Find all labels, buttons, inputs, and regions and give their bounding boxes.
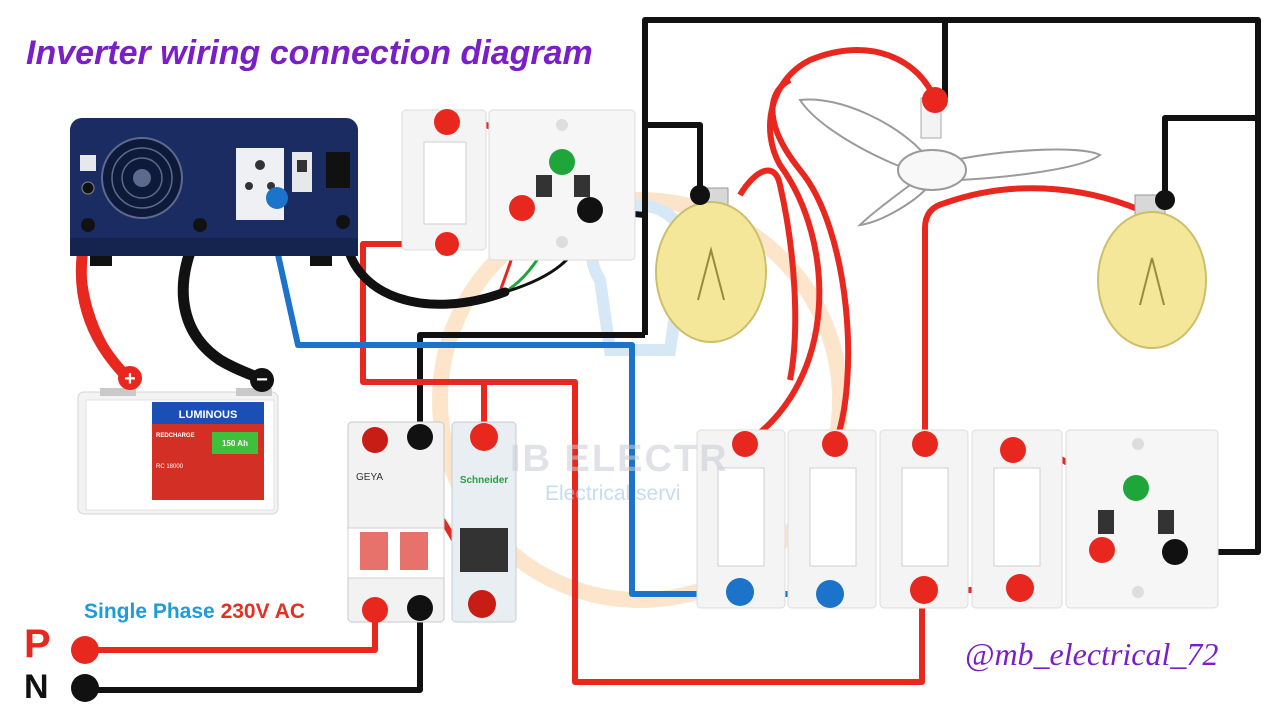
- inverter-output-socket: [236, 148, 284, 220]
- neutral-label: N: [24, 668, 49, 706]
- lower-switchboard: [696, 429, 1219, 609]
- mcb-brand: GEYA: [356, 472, 383, 483]
- battery-model: RC 18000: [156, 464, 184, 470]
- supply-voltage: 230V AC: [220, 600, 305, 623]
- supply-label: Single Phase 230V AC: [84, 600, 305, 624]
- neutral-wires: [85, 17, 1261, 693]
- minus-symbol: −: [256, 369, 268, 391]
- switch-4: [993, 467, 1041, 567]
- top-switchboard: [401, 109, 636, 261]
- supply-prefix: Single Phase: [84, 600, 215, 623]
- phase-terminal: [71, 636, 99, 664]
- battery: LUMINOUS REDCHARGE 150 Ah RC 18000 + −: [77, 366, 279, 515]
- battery-series: REDCHARGE: [156, 433, 195, 439]
- top-switch: [423, 141, 467, 225]
- spd-brand: Schneider: [460, 475, 508, 486]
- diagram-title: Inverter wiring connection diagram: [26, 34, 593, 72]
- battery-brand: LUMINOUS: [179, 409, 238, 421]
- battery-capacity: 150 Ah: [222, 439, 248, 448]
- bulb-left-icon: [655, 185, 767, 343]
- ceiling-fan: [798, 87, 1102, 227]
- spd: Schneider: [451, 421, 517, 623]
- bulb-right-icon: [1097, 190, 1207, 349]
- plus-symbol: +: [124, 368, 136, 390]
- earth-terminal: [549, 149, 575, 175]
- inverter: [70, 118, 358, 266]
- inverter-power-switch: [326, 152, 350, 188]
- switch-1: [717, 467, 765, 567]
- watermark-name: IB ELECTR: [510, 438, 729, 480]
- credit-handle: @mb_electrical_72: [965, 636, 1219, 672]
- battery-positive-terminal: [118, 366, 142, 390]
- switch-3: [901, 467, 949, 567]
- mcb: GEYA: [347, 421, 445, 623]
- switch-2: [809, 467, 857, 567]
- watermark-tagline: Electrical servi: [545, 482, 681, 505]
- battery-negative-terminal: [250, 368, 274, 392]
- phase-label: P: [24, 622, 51, 666]
- neutral-terminal: [71, 674, 99, 702]
- battery-negative-cable: [177, 224, 268, 386]
